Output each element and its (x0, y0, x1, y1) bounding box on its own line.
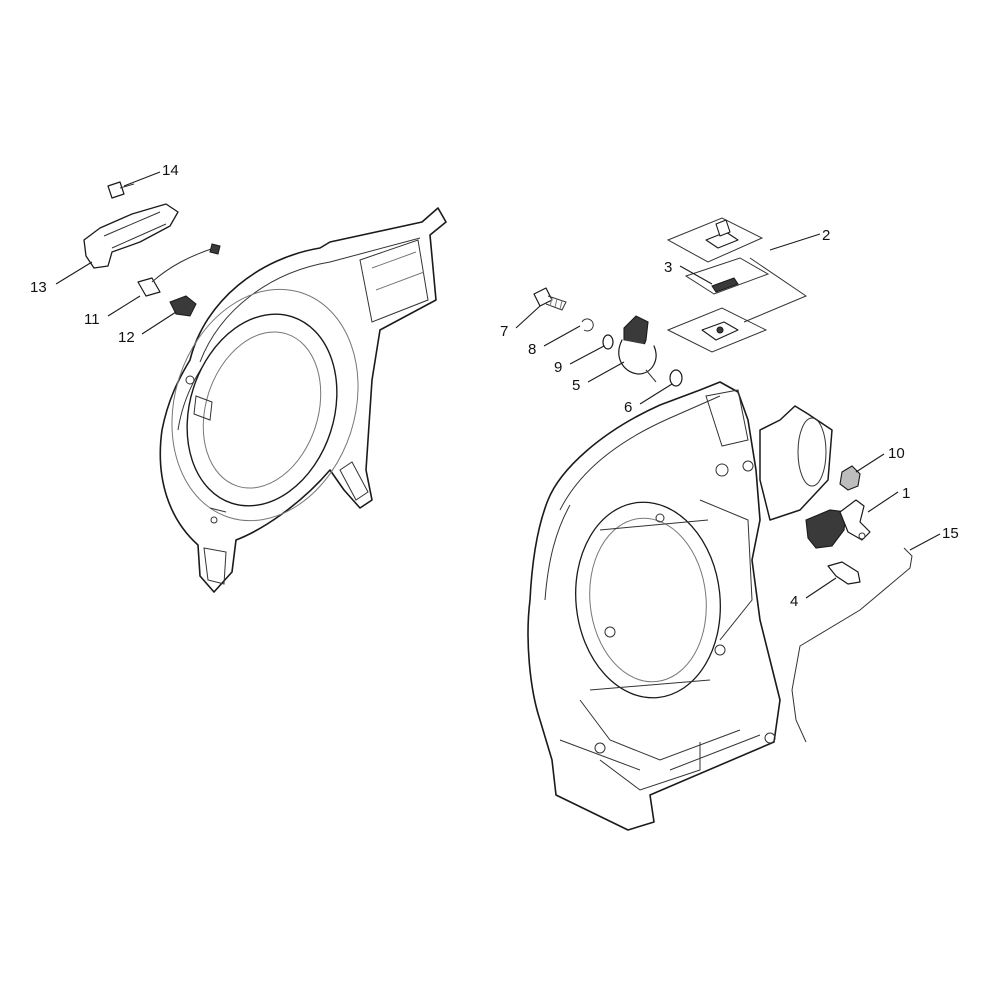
callout-labels: 14 13 11 12 2 3 7 8 9 5 6 10 1 15 4 (30, 162, 959, 610)
leader-lines (55, 171, 941, 599)
callout-10: 10 (888, 445, 905, 462)
part-7-bolt (533, 287, 567, 311)
leader-14 (123, 171, 161, 187)
callout-2: 2 (822, 227, 830, 244)
part-5-throttle-lever (618, 315, 657, 383)
part-14-screw (107, 181, 135, 199)
callout-11: 11 (84, 311, 100, 328)
leader-12 (141, 311, 177, 335)
part-8-clip (581, 318, 594, 332)
callout-1: 1 (902, 485, 910, 502)
part-1-trigger (805, 499, 871, 549)
fan-cover-housing (159, 207, 447, 593)
leader-2 (769, 233, 821, 251)
part-2-kit (666, 217, 808, 353)
callout-13: 13 (30, 279, 47, 296)
leader-1 (867, 491, 899, 513)
part-10-nut (839, 465, 861, 491)
part-13-throttle-cover (83, 203, 179, 269)
leader-13 (55, 261, 93, 285)
part-6-washer (669, 369, 683, 387)
callout-6: 6 (624, 399, 632, 416)
leader-8 (543, 325, 581, 347)
callout-7: 7 (500, 323, 508, 340)
callout-15: 15 (942, 525, 959, 542)
leader-15 (909, 533, 941, 551)
callout-8: 8 (528, 341, 536, 358)
callout-4: 4 (790, 593, 798, 610)
leader-3 (679, 265, 713, 285)
leader-9 (569, 345, 605, 365)
leader-6 (639, 383, 673, 405)
leader-7 (515, 305, 541, 329)
leader-10 (855, 453, 885, 473)
leader-11 (107, 295, 141, 317)
part-9-washer (602, 334, 614, 350)
part-11-switch (137, 243, 221, 297)
callout-14: 14 (162, 162, 179, 179)
callout-3: 3 (664, 259, 672, 276)
callout-5: 5 (572, 377, 580, 394)
part-4-spring (827, 561, 861, 585)
main-frame-housing (527, 381, 833, 831)
leader-4 (805, 577, 837, 599)
callout-12: 12 (118, 329, 135, 346)
part-15-throttle-rod (791, 547, 913, 743)
leader-5 (587, 361, 625, 383)
callout-9: 9 (554, 359, 562, 376)
